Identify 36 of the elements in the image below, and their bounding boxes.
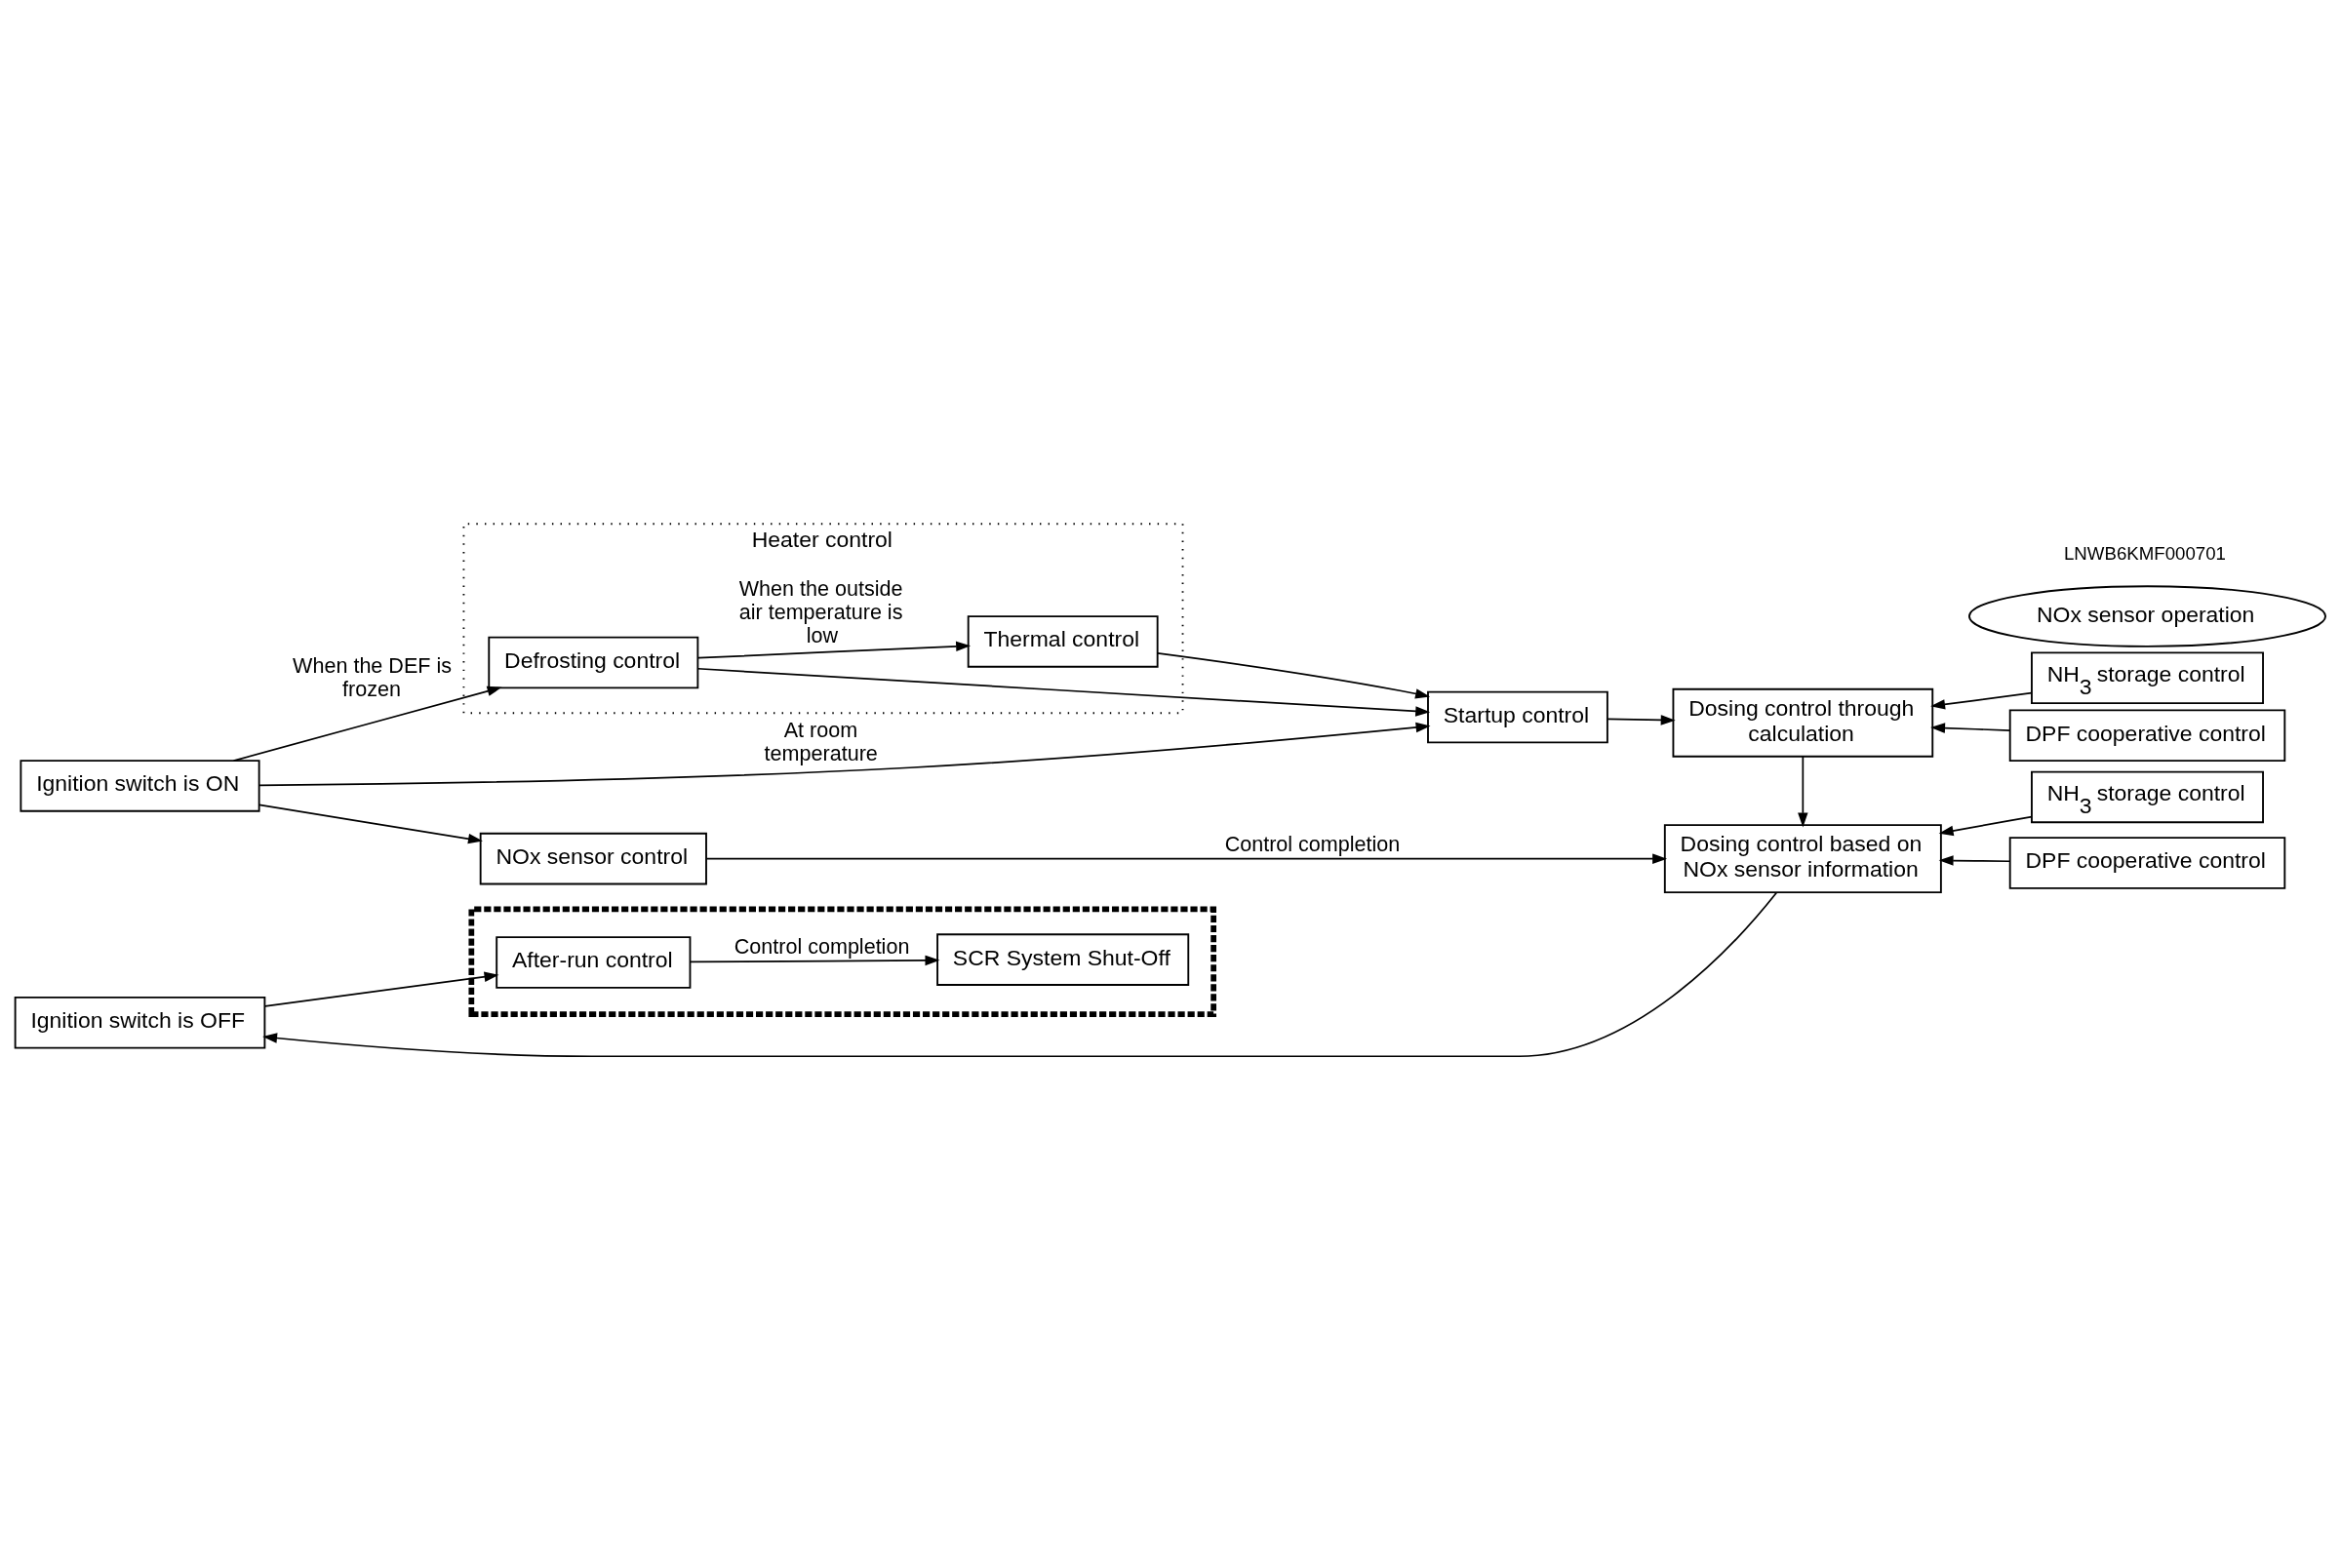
node-box: Dosing control through calculation bbox=[1672, 687, 1934, 758]
node-box: Ignition switch is ON bbox=[20, 759, 260, 812]
node-box: Startup control bbox=[1427, 690, 1608, 743]
arrow bbox=[263, 971, 499, 1007]
node-box: Defrosting control bbox=[488, 636, 699, 688]
node-ellipse: NOx sensor operation bbox=[1968, 584, 2326, 647]
arrow bbox=[232, 686, 502, 762]
arrow bbox=[1930, 691, 2033, 710]
arrow bbox=[258, 804, 483, 843]
arrow bbox=[696, 667, 1431, 717]
node-box: DPF cooperative control bbox=[2008, 708, 2286, 762]
arrow bbox=[1798, 755, 1808, 827]
arrow bbox=[1938, 854, 2010, 866]
arrow bbox=[705, 852, 1668, 864]
node-box: SCR System Shut-Off bbox=[936, 932, 1190, 986]
arrow bbox=[697, 641, 972, 659]
arrow bbox=[689, 955, 940, 965]
cluster bbox=[468, 906, 1216, 1017]
arrow bbox=[1930, 722, 2011, 733]
node-box: DPF cooperative control bbox=[2008, 836, 2286, 889]
node-box: Thermal control bbox=[967, 614, 1159, 668]
label: LNWB6KMF000701 bbox=[2064, 542, 2226, 564]
node-box: NOx sensor control bbox=[479, 832, 707, 884]
arrow bbox=[1607, 714, 1676, 725]
edge-label: When the DEF is frozen bbox=[293, 652, 452, 701]
node-box: After-run control bbox=[496, 935, 692, 989]
arrow bbox=[262, 891, 1778, 1057]
edge-label: Control completion bbox=[734, 933, 910, 959]
node-box: Dosing control based on NOx sensor information bbox=[1663, 823, 1942, 893]
arrow bbox=[1156, 651, 1431, 698]
edge-label: At room temperature bbox=[764, 717, 878, 765]
node-box: Ignition switch is OFF bbox=[14, 996, 266, 1049]
edge-label: Control completion bbox=[1224, 831, 1401, 856]
edge-label: When the outside air temperature is low bbox=[738, 575, 903, 647]
arrow bbox=[258, 722, 1431, 786]
arrow bbox=[1938, 815, 2033, 836]
